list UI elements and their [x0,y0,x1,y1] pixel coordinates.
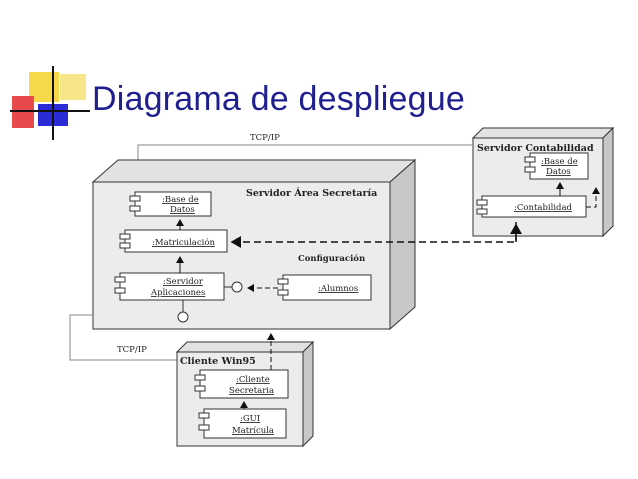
config-label: Configuración [298,253,365,264]
node-contabilidad: Servidor Contabilidad :Base de Datos :Co… [471,126,615,238]
component-cliente-secretaria: :Cliente Secretaria [194,369,289,399]
node-name: Servidor Área Secretaría [246,187,377,199]
svg-text:Matrícula: Matrícula [232,425,274,436]
tcpip-link-left [69,314,178,361]
svg-text::Matriculación: :Matriculación [152,237,215,248]
tcpip-label-left: TCP/IP [117,345,147,355]
svg-text::Base de: :Base de [541,157,578,167]
svg-text:Datos: Datos [170,205,195,215]
slide-title: Diagrama de despliegue [92,80,465,118]
svg-text::Cliente: :Cliente [236,375,270,385]
svg-text:Secretaria: Secretaria [229,386,274,396]
component-alumnos: :Alumnos [277,274,372,301]
dep-arrow [586,187,600,208]
node-cliente: Cliente Win95 :Cliente Secretaria :GUI M… [175,333,315,448]
component-contabilidad: :Contabilidad [476,195,587,218]
tcpip-label-top: TCP/IP [250,133,280,143]
svg-text::Servidor: :Servidor [163,277,204,287]
interface-circle [231,281,243,293]
component-servidor-aplicaciones: :Servidor Aplicaciones [114,272,225,301]
interface-circle [177,311,189,323]
logo-decoration [0,0,90,150]
svg-text:Datos: Datos [546,167,571,177]
component-base-datos: :Base de Datos [129,191,212,217]
svg-text::GUI: :GUI [240,414,260,424]
component-base-datos-contab: :Base de Datos [524,152,589,180]
svg-text::Base de: :Base de [162,195,199,205]
node-name: Servidor Contabilidad [477,143,594,154]
node-name: Cliente Win95 [180,356,256,367]
node-secretaria: Servidor Área Secretaría Configuración :… [91,158,417,331]
svg-text::Alumnos: :Alumnos [318,284,358,294]
svg-text::Contabilidad: :Contabilidad [514,203,573,213]
component-gui-matricula: :GUI Matrícula [198,408,287,439]
component-matriculacion: :Matriculación [119,229,228,253]
svg-text:Aplicaciones: Aplicaciones [150,288,205,298]
